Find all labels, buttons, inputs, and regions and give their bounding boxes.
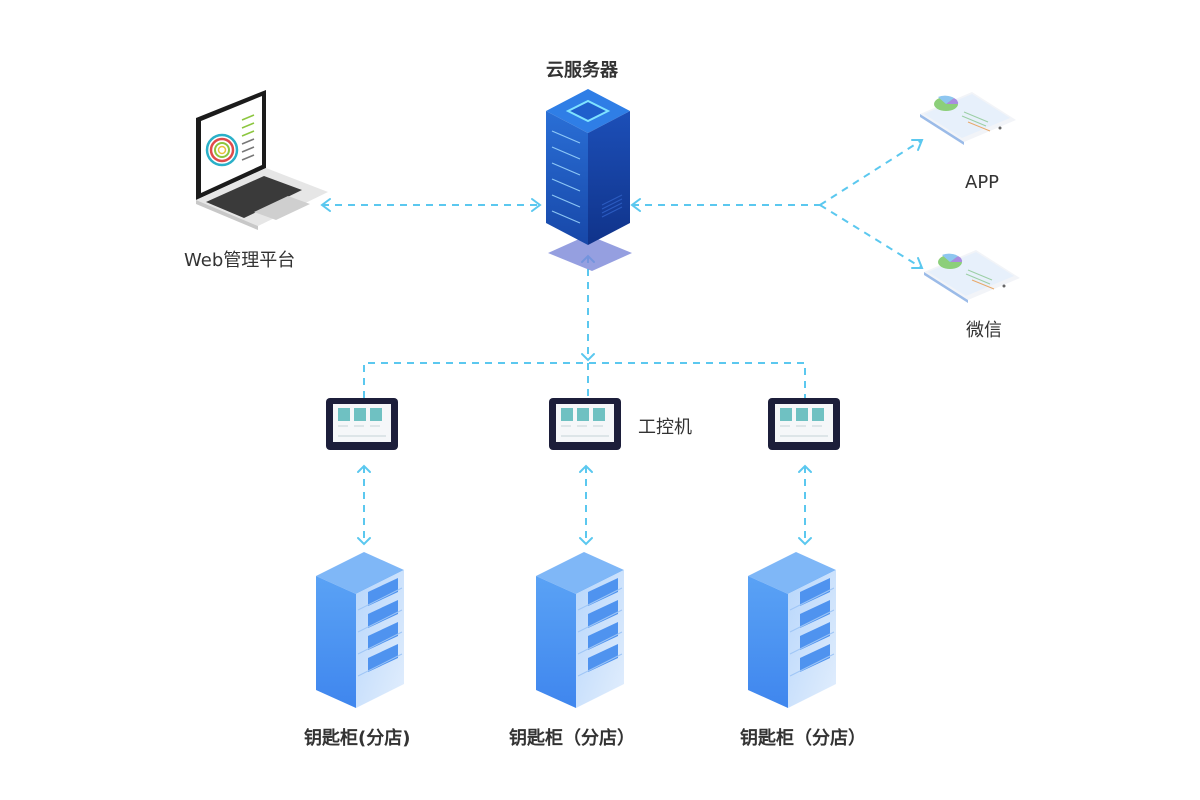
arrow-icon	[630, 198, 641, 212]
link-branch-app	[819, 139, 923, 206]
key-cabinet-label: 钥匙柜(分店)	[304, 728, 411, 749]
wechat-label: 微信	[966, 320, 1002, 341]
arrow-icon	[531, 198, 542, 212]
arrow-icon	[357, 464, 371, 473]
arrow-icon	[798, 537, 812, 546]
arrow-icon	[579, 464, 593, 473]
industrial-pc-icon	[326, 398, 398, 450]
arrow-icon	[579, 537, 593, 546]
cloud-server-label: 云服务器	[546, 60, 618, 81]
key-cabinet-label: 钥匙柜（分店）	[740, 728, 866, 749]
key-cabinet-icon	[536, 552, 624, 708]
app-tablet-icon	[920, 92, 1016, 145]
app-label: APP	[965, 172, 1000, 193]
web-platform-label: Web管理平台	[184, 250, 296, 271]
industrial-pc-icon	[768, 398, 840, 450]
bus-line	[363, 362, 806, 398]
cloud-server-icon	[546, 89, 632, 271]
arrow-icon	[798, 464, 812, 473]
arrow-icon	[911, 257, 924, 269]
key-cabinet-icon	[316, 552, 404, 708]
wechat-tablet-icon	[924, 250, 1020, 303]
key-cabinet-icon	[748, 552, 836, 708]
industrial-pc-icon	[549, 398, 621, 450]
arrow-icon	[320, 198, 331, 212]
industrial-pc-label: 工控机	[638, 417, 692, 438]
arrow-icon	[911, 139, 924, 151]
key-cabinet-label: 钥匙柜（分店）	[509, 728, 635, 749]
link-branch-wechat	[819, 204, 923, 269]
arrow-icon	[357, 537, 371, 546]
arrow-icon	[581, 353, 595, 362]
laptop-icon	[196, 90, 328, 230]
